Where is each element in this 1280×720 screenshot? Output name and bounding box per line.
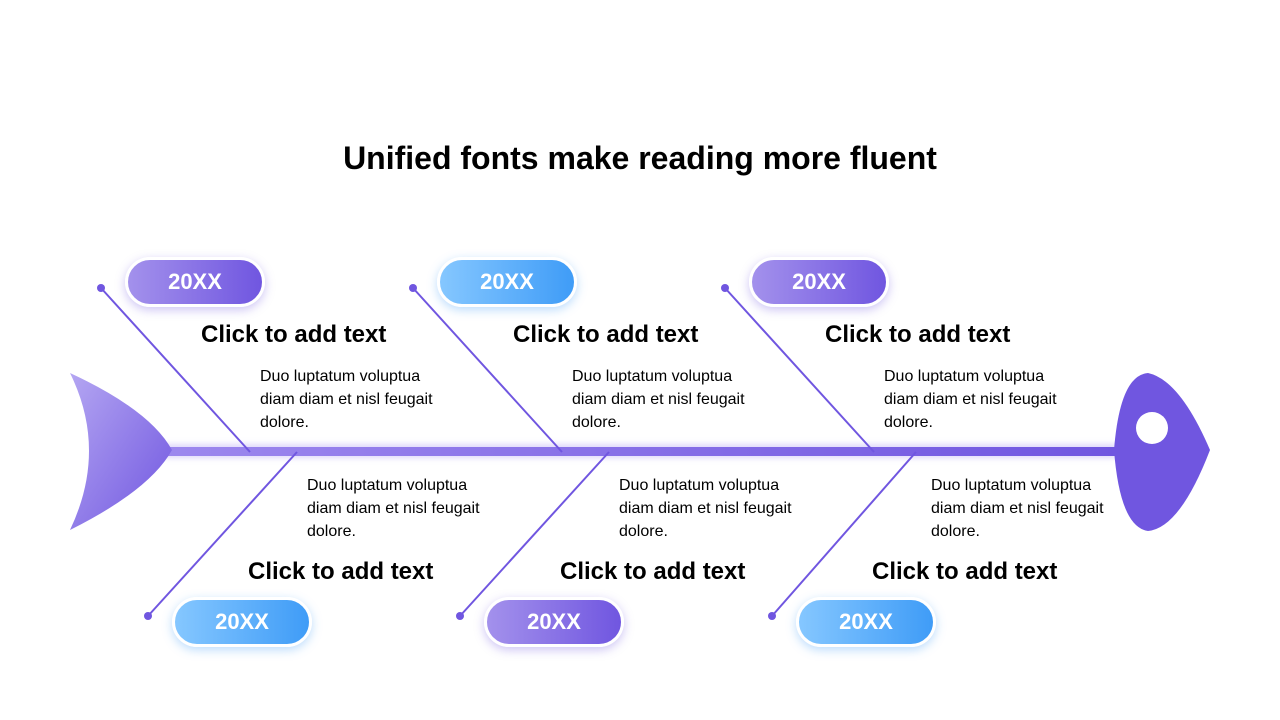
bottom-bone-2-dot [456,612,464,620]
bottom-bone-2 [459,451,610,617]
branch-heading-bottom-3[interactable]: Click to add text [872,558,1058,585]
bottom-bone-1-dot [144,612,152,620]
branch-heading-top-3[interactable]: Click to add text [825,321,1011,348]
top-bones [97,284,875,453]
fish-head [1114,373,1210,531]
top-bone-2-dot [409,284,417,292]
year-pill-bottom-3[interactable]: 20XX [796,597,936,647]
year-pill-bottom-1[interactable]: 20XX [172,597,312,647]
fish-tail [70,373,172,530]
branch-heading-bottom-2[interactable]: Click to add text [560,558,746,585]
top-bone-1 [100,287,251,453]
bottom-bone-3-dot [768,612,776,620]
branch-body-bottom-2[interactable]: Duo luptatum voluptua diam diam et nisl … [619,477,792,540]
spine [160,447,1120,456]
top-bone-1-dot [97,284,105,292]
branch-body-top-3[interactable]: Duo luptatum voluptua diam diam et nisl … [884,368,1057,431]
branch-heading-top-1[interactable]: Click to add text [201,321,387,348]
branch-body-top-2[interactable]: Duo luptatum voluptua diam diam et nisl … [572,368,745,431]
branch-body-bottom-1[interactable]: Duo luptatum voluptua diam diam et nisl … [307,477,480,540]
branch-body-top-1[interactable]: Duo luptatum voluptua diam diam et nisl … [260,368,433,431]
year-pill-top-3[interactable]: 20XX [749,257,889,307]
bottom-bone-3 [771,451,917,617]
year-pill-top-1[interactable]: 20XX [125,257,265,307]
year-pill-top-2[interactable]: 20XX [437,257,577,307]
top-bone-3-dot [721,284,729,292]
bottom-bones [144,451,917,620]
year-pill-bottom-2[interactable]: 20XX [484,597,624,647]
branch-heading-bottom-1[interactable]: Click to add text [248,558,434,585]
branch-body-bottom-3[interactable]: Duo luptatum voluptua diam diam et nisl … [931,477,1104,540]
branch-heading-top-2[interactable]: Click to add text [513,321,699,348]
page-title: Unified fonts make reading more fluent [343,140,937,176]
top-bone-2 [412,287,563,453]
fish-eye [1136,412,1168,444]
bottom-bone-1 [147,451,298,617]
top-bone-3 [724,287,875,453]
